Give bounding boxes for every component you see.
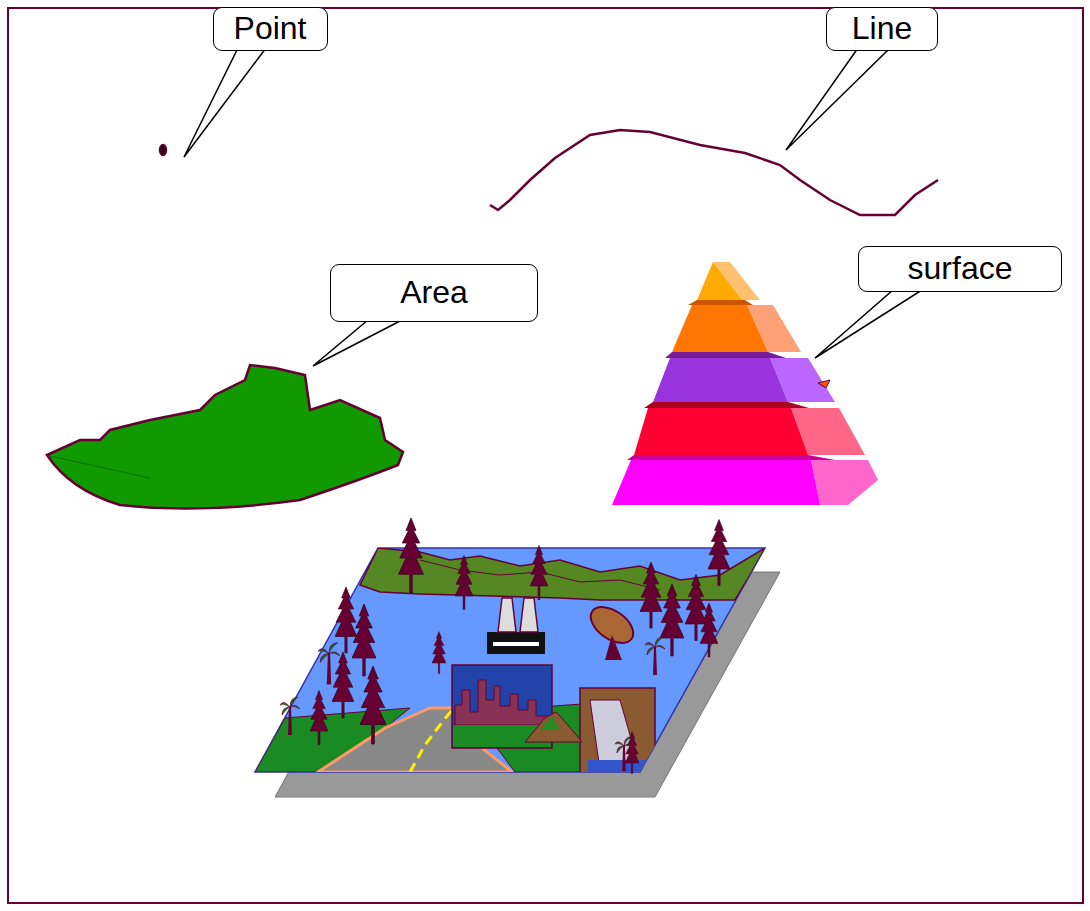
palm-symbol: [318, 643, 340, 685]
tree-symbol: [640, 562, 662, 628]
callout-box: Point: [213, 7, 328, 51]
pyramid-band: [612, 460, 820, 505]
pyramid-flag: [818, 380, 830, 388]
land-shadow: [275, 572, 780, 797]
road-line: [410, 710, 452, 772]
pyramid-side: [811, 460, 878, 505]
callout-box: Area: [330, 264, 538, 322]
pyramid-band: [672, 305, 768, 352]
callout-tail: [184, 48, 266, 157]
city-skyline: [455, 680, 549, 725]
tree-symbol: [360, 666, 386, 744]
tree-symbol: [335, 587, 357, 653]
pyramid-band: [634, 408, 808, 455]
pyramid-ledge: [665, 352, 786, 358]
tree-symbol: [432, 632, 446, 674]
cooling-tower: [498, 598, 538, 632]
tree-symbol: [708, 520, 730, 586]
callout-label: surface: [908, 251, 1013, 286]
tree-symbol: [660, 584, 684, 656]
dam-picture: [580, 688, 655, 785]
pyramid-ledge: [627, 455, 835, 460]
frame: [8, 8, 1083, 903]
tree-symbol: [352, 604, 376, 676]
pyramid-band: [653, 358, 788, 402]
callout-label: Line: [852, 11, 913, 46]
area-detail: [50, 456, 150, 478]
callout-tail: [815, 290, 922, 358]
land-plane: [255, 548, 765, 772]
point-symbol: [160, 145, 167, 156]
pyramid-ledge: [644, 402, 809, 408]
tree-symbol: [310, 691, 328, 745]
plant-base: [487, 632, 545, 654]
line-symbol: [490, 130, 938, 215]
tree-symbol: [700, 603, 718, 657]
tree-symbol: [455, 556, 473, 610]
trees: [280, 518, 730, 774]
pyramid: [612, 262, 878, 505]
pyramid-band: [697, 262, 742, 300]
callout-label: Area: [400, 275, 468, 310]
tree-symbol: [399, 518, 424, 593]
area-shape: [47, 365, 403, 509]
callout-box: Line: [826, 7, 938, 51]
palm-symbol: [645, 637, 665, 675]
callout-tail: [313, 320, 402, 366]
palm-symbol: [280, 697, 300, 735]
landscape: [255, 548, 765, 785]
plant-stripe: [493, 642, 539, 646]
tree-symbol: [530, 546, 548, 600]
pyramid-ledge: [688, 300, 753, 305]
callout-tail: [786, 48, 890, 150]
mountain-green: [540, 716, 560, 730]
tree-symbol: [332, 652, 354, 718]
dish-stand: [605, 635, 622, 660]
mountain: [525, 712, 582, 742]
callout-label: Point: [234, 11, 307, 46]
callout-box: surface: [858, 246, 1062, 292]
palm-symbol: [615, 737, 633, 771]
